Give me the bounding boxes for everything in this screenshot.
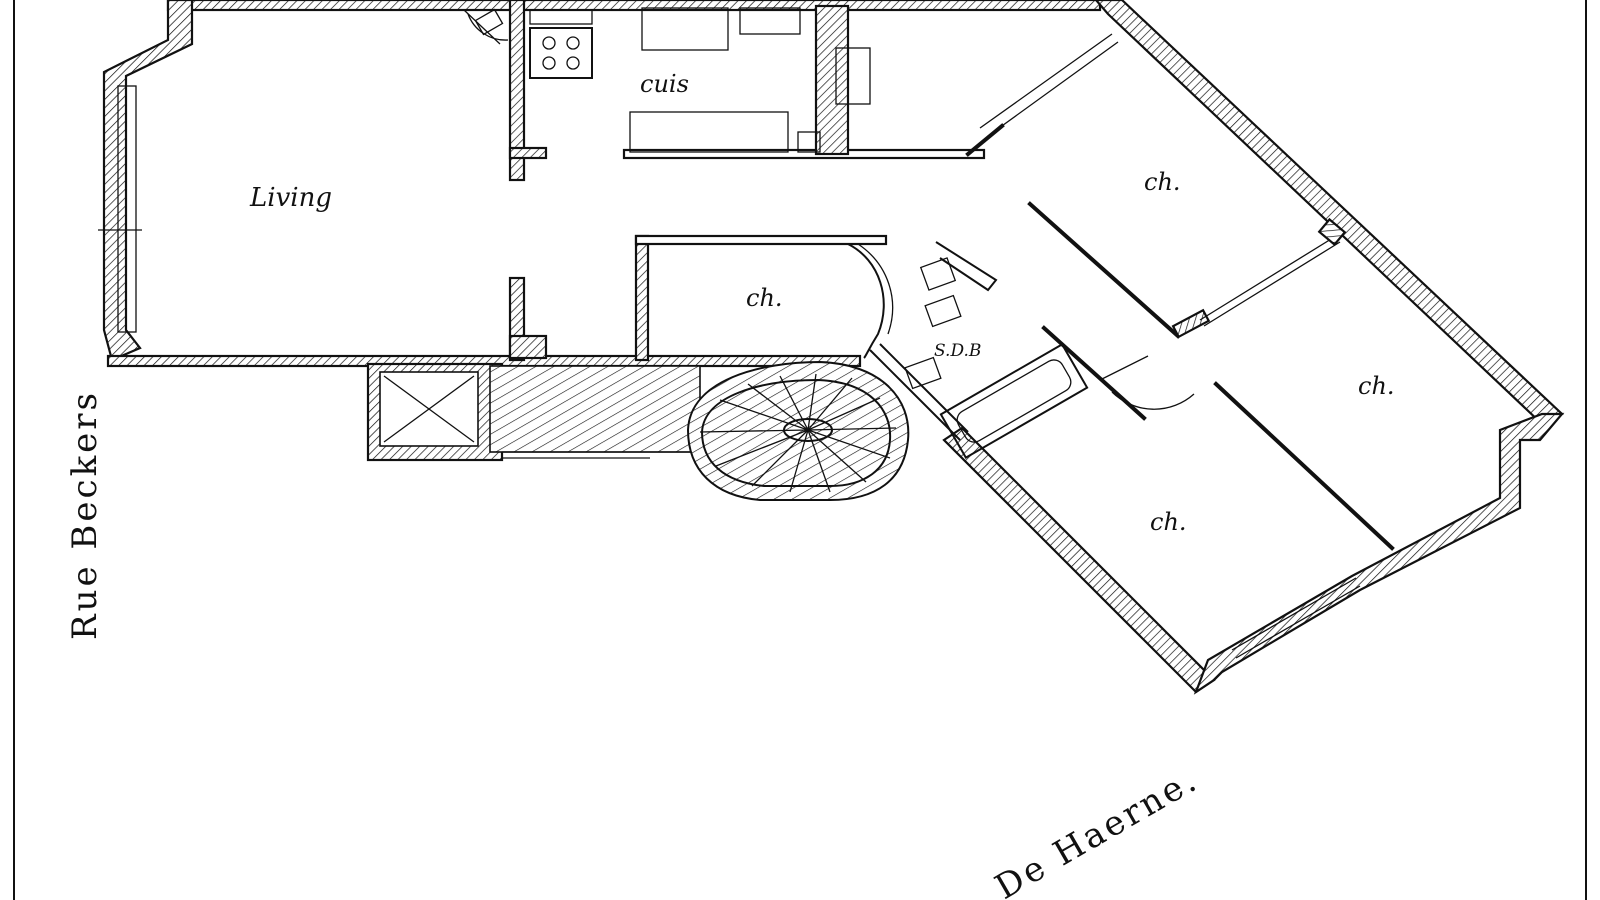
room-label-bathroom: S.D.B <box>934 341 981 361</box>
balcony-and-stairs <box>366 360 910 501</box>
interior-walls-left <box>508 0 986 362</box>
room-label-bedroom-bottom: ch. <box>1150 508 1187 536</box>
outer-walls-left-block <box>98 0 1102 368</box>
kitchen-fixtures <box>463 7 821 153</box>
page-frame <box>13 0 1587 900</box>
room-label-bedroom-small: ch. <box>746 284 783 312</box>
room-label-kitchen: cuis <box>640 70 689 98</box>
room-label-living: Living <box>249 183 332 213</box>
street-label-left: Rue Beckers <box>65 390 105 640</box>
street-label-bottom: De Haerne. <box>989 759 1206 900</box>
room-label-bedroom-top-right: ch. <box>1144 168 1181 196</box>
right-wing <box>942 0 1565 695</box>
bathroom-fixtures <box>869 241 1089 460</box>
room-label-bedroom-right: ch. <box>1358 372 1395 400</box>
